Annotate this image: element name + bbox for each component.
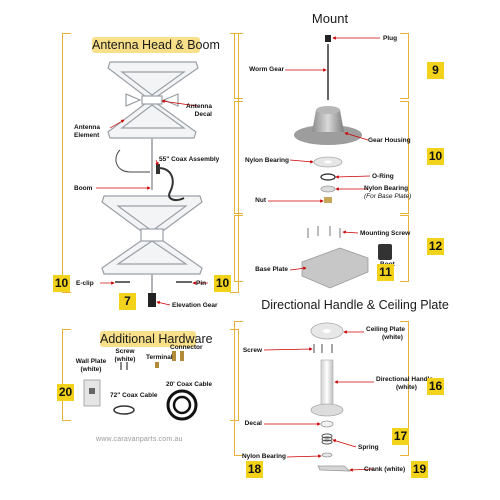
mount-bracket-upper (400, 33, 409, 99)
badge-10-pin: 10 (214, 275, 231, 292)
label-gear-housing: Gear Housing (368, 137, 411, 144)
label-worm-gear: Worm Gear (249, 66, 284, 73)
label-connector: Connector (170, 344, 203, 351)
label-directional-handle: Directional Handle (white) (376, 376, 433, 391)
label-decal: Decal (244, 420, 262, 427)
antenna-bracket-right (230, 33, 239, 293)
label-mounting-screw: Mounting Screw (360, 230, 411, 237)
badge-20: 20 (57, 384, 74, 401)
label-e-clip: E-clip (76, 280, 94, 287)
label-antenna-decal-1: Antenna (186, 103, 212, 110)
badge-10-mount: 10 (427, 148, 444, 165)
label-antenna-decal-2: Decal (194, 110, 212, 118)
badge-16: 16 (427, 378, 444, 395)
label-nylon-bearing-base-title: Nylon Bearing (364, 185, 409, 192)
label-antenna-element-2: Element (74, 131, 100, 139)
badge-19: 19 (411, 461, 428, 478)
label-screw-white-1: Screw (115, 348, 135, 355)
label-pin: Pin (196, 280, 207, 287)
handle-bracket-left (234, 321, 243, 456)
badge-7: 7 (119, 293, 136, 310)
label-boom: Boom (74, 185, 93, 192)
label-antenna-decal: Antenna Decal (180, 103, 212, 118)
watermark: www.caravanparts.com.au (96, 436, 183, 443)
label-screw-white: Screw (white) (112, 348, 138, 363)
hardware-bracket-left (62, 329, 71, 421)
label-directional-handle-1: Directional Handle (376, 376, 434, 383)
mount-drawing (294, 35, 392, 289)
handle-bracket-right (400, 321, 409, 456)
label-ceiling-plate: Ceiling Plate (white) (366, 326, 405, 341)
label-antenna-element: Antenna Element (74, 124, 100, 139)
section-title-antenna: Antenna Head & Boom (92, 37, 220, 53)
label-nylon-bearing: Nylon Bearing (244, 157, 289, 164)
label-coax-assembly: 55" Coax Assembly (159, 156, 220, 163)
antenna-head-drawing (101, 61, 203, 293)
label-coax-72: 72" Coax Cable (110, 392, 158, 399)
label-crank: Crank (white) (364, 466, 406, 473)
badge-12: 12 (427, 238, 444, 255)
label-o-ring: O-Ring (372, 173, 394, 180)
mount-bracket-lower (400, 215, 409, 282)
label-nylon-bearing-base: Nylon Bearing (For Base Plate) (364, 185, 411, 200)
label-ceiling-plate-1: Ceiling Plate (366, 326, 406, 333)
badge-10-eclip: 10 (53, 275, 70, 292)
badge-9: 9 (427, 62, 444, 79)
label-wall-plate-1: Wall Plate (75, 358, 107, 365)
section-title-handle: Directional Handle & Ceiling Plate (261, 298, 449, 312)
label-coax-20: 20' Coax Cable (166, 381, 212, 388)
label-antenna-element-1: Antenna (74, 124, 100, 131)
label-nylon-bearing-base-sub: (For Base Plate) (364, 192, 412, 200)
badge-18: 18 (246, 461, 263, 478)
leader-lines (96, 36, 380, 472)
antenna-bracket-left (62, 33, 71, 293)
hardware-bracket-right (230, 329, 239, 421)
label-screw: Screw (242, 347, 262, 354)
label-spring: Spring (358, 444, 379, 451)
label-wall-plate-2: (white) (80, 365, 102, 373)
label-elevation-gear: Elevation Gear (172, 302, 218, 309)
label-directional-handle-2: (white) (396, 383, 417, 391)
badge-11: 11 (377, 264, 394, 281)
label-terminal: Terminal (146, 354, 173, 361)
mount-bracket-middle (400, 101, 409, 214)
elevation-gear-shape (148, 293, 156, 307)
handle-drawing (310, 322, 352, 472)
hardware-drawing (83, 351, 198, 421)
label-nylon-bearing-handle: Nylon Bearing (241, 453, 286, 460)
label-plug: Plug (383, 35, 398, 42)
label-wall-plate: Wall Plate (white) (74, 358, 108, 373)
label-ceiling-plate-2: (white) (382, 333, 403, 341)
label-nut: Nut (255, 197, 266, 204)
label-base-plate: Base Plate (255, 266, 288, 273)
section-title-mount: Mount (311, 11, 349, 26)
label-screw-white-2: (white) (114, 355, 136, 363)
badge-17: 17 (392, 428, 409, 445)
section-title-hardware: Additional Hardware (100, 331, 213, 347)
